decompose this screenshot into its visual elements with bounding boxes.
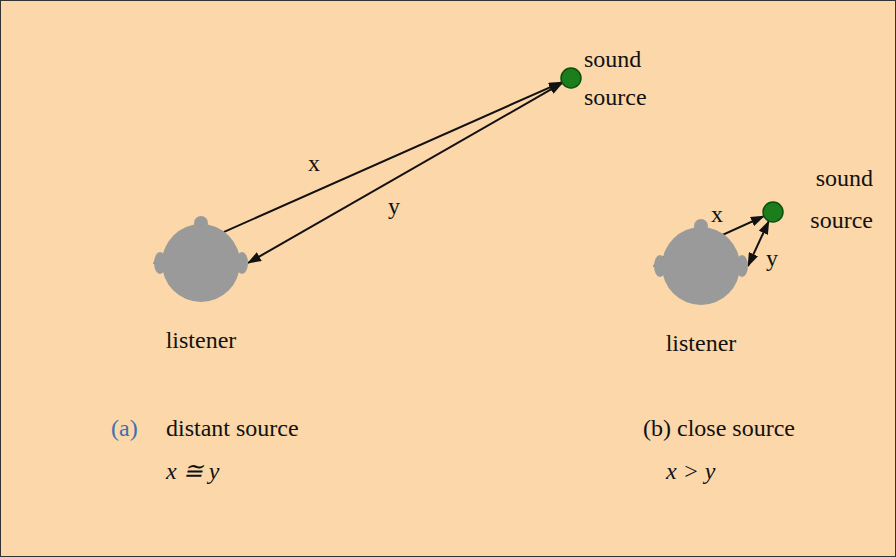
source-dot-outline (761, 200, 785, 224)
sound-source: sound source (559, 66, 583, 90)
panel-caption: distant source (166, 414, 299, 443)
panel-letter: (a) (111, 414, 138, 443)
distance-label: x (308, 149, 320, 178)
source-dot (763, 202, 783, 222)
head-circle (662, 227, 740, 305)
source-label: sound source (793, 157, 873, 241)
panel-caption: x ≅ y (166, 457, 219, 486)
sound-source: sound source (761, 200, 785, 224)
head-outline (153, 211, 249, 307)
source-dot (561, 68, 581, 88)
head-outline (653, 214, 749, 310)
distance-arrow (748, 221, 769, 266)
source-label: sound source (584, 40, 664, 116)
source-dot-outline (559, 66, 583, 90)
panel-caption: (b) close source (643, 414, 795, 443)
listener-head: listener (653, 214, 749, 310)
listener-label: listener (166, 326, 237, 355)
distance-label: x (711, 200, 723, 229)
distance-label: y (388, 192, 400, 221)
listener-label: listener (666, 329, 737, 358)
panel-caption: x > y (666, 457, 716, 486)
distance-arrow (248, 83, 562, 263)
distance-label: y (766, 244, 778, 273)
listener-head: listener (153, 211, 249, 307)
head-circle (162, 224, 240, 302)
